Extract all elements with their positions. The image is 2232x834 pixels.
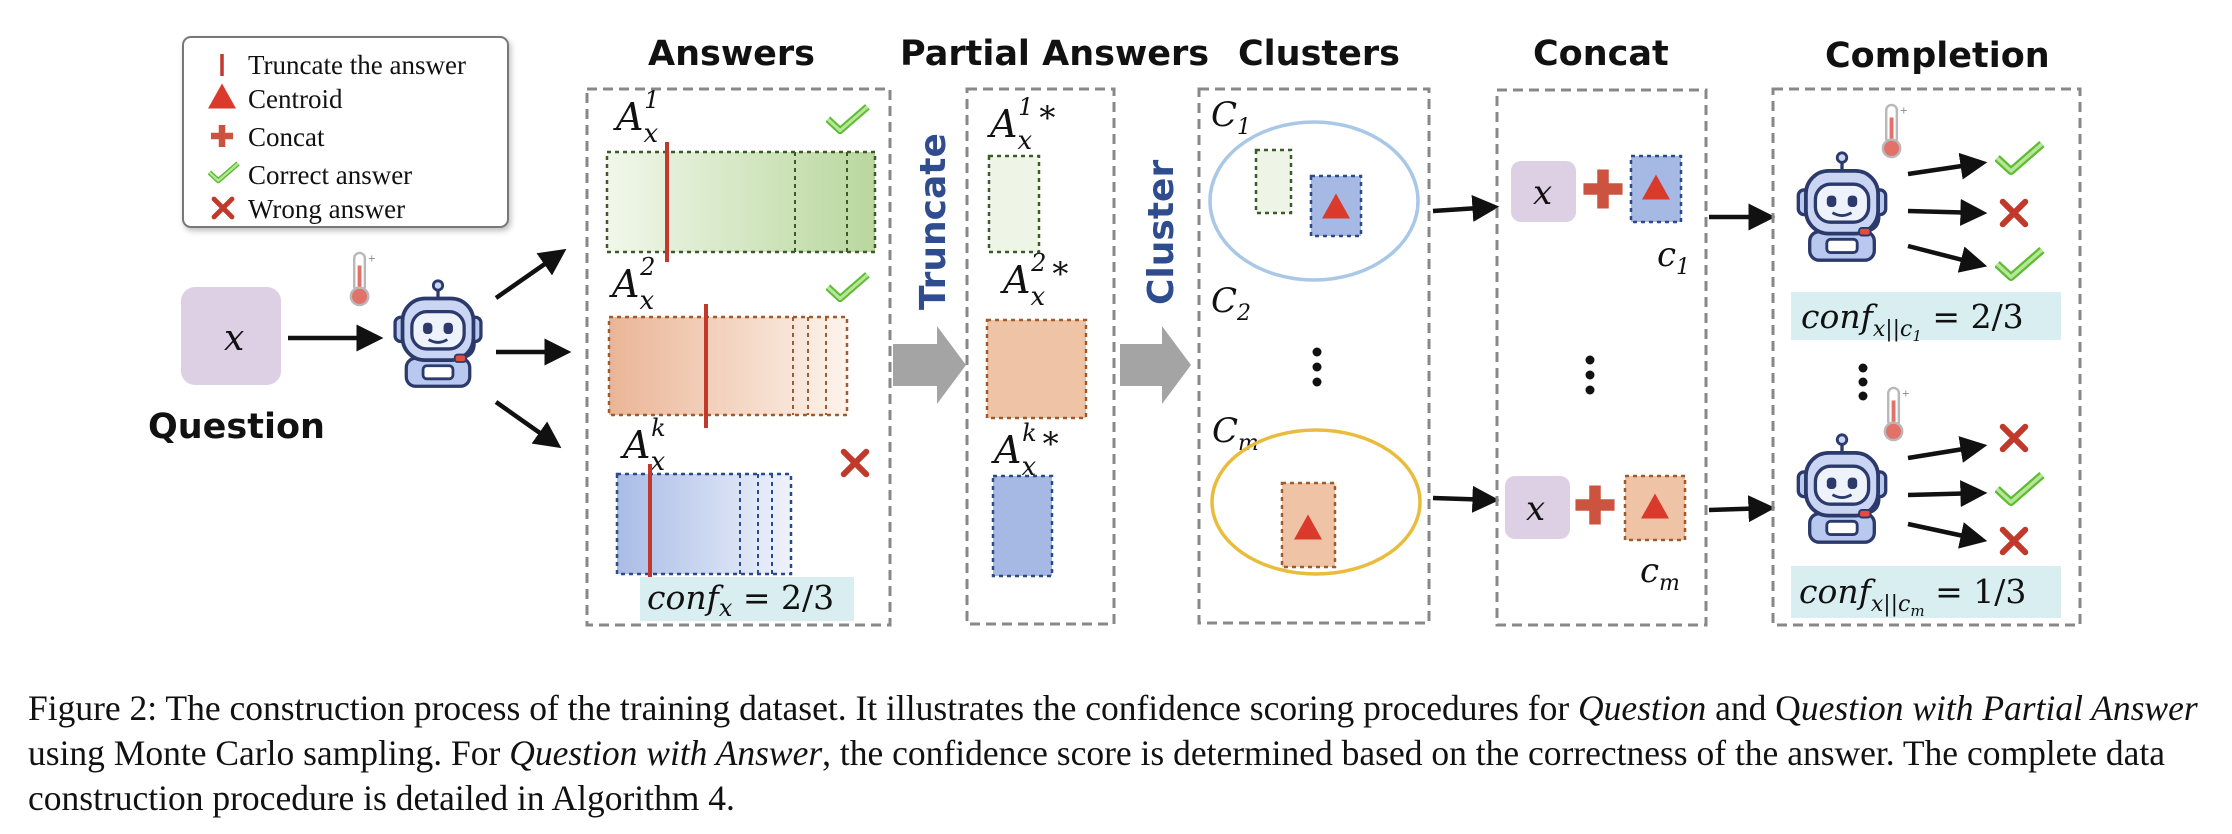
partial-2-label: Ax2*: [1000, 249, 1068, 312]
cluster-1-label: C1: [1211, 95, 1251, 140]
completion-2-robot-icon: [1796, 432, 1888, 545]
legend-concat: Concat: [248, 122, 325, 152]
robot-icon: [393, 278, 483, 389]
answer-k-label: Axk: [620, 414, 666, 477]
arrow-c1-to-concat: [1432, 194, 1500, 222]
cluster-1-ellipse: [1208, 120, 1420, 282]
legend: Truncate the answer Centroid Concat Corr…: [182, 36, 509, 228]
header-partial-answers: Partial Answers: [900, 34, 1209, 74]
concat-1-cluster-label: c1: [1657, 235, 1690, 280]
completion-1-thermometer-icon: [1881, 103, 1908, 159]
answer-2-correct-icon: [828, 275, 868, 299]
arrow-concat-m-to-completion: [1708, 495, 1776, 523]
partial-k-bar: [991, 474, 1054, 578]
cluster-m-label: Cm: [1212, 411, 1259, 456]
completion-1-result-2-wrong-icon: [2003, 202, 2026, 225]
completion-2-result-1-wrong-icon: [2003, 427, 2026, 450]
completion-1-result-1-correct-icon: [1997, 144, 2042, 171]
cluster-2-label: C2: [1211, 281, 1251, 326]
completion-2-thermometer-icon: [1883, 386, 1910, 442]
arrow-cm-to-concat: [1432, 485, 1500, 513]
concat-1-question: x: [1533, 173, 1552, 213]
header-clusters: Clusters: [1238, 34, 1400, 74]
truncate-step: Truncate: [893, 133, 966, 404]
completion-2-conf-text: confx||cm = 1/3: [1799, 572, 2026, 620]
legend-correct: Correct answer: [248, 160, 412, 190]
partial-1-bar: [987, 154, 1041, 254]
answer-2-label: Ax2: [609, 253, 655, 316]
concat-1-plus-icon: [1583, 169, 1622, 208]
answer-2-bar: [607, 315, 849, 417]
concat-m-question-box: [1505, 476, 1570, 539]
question-symbol: x: [224, 318, 244, 359]
answer-k-bar: [615, 472, 793, 576]
thermometer-icon: [349, 251, 376, 307]
answers-conf-box: [640, 577, 854, 621]
answer-k-wrong-icon: [844, 452, 867, 475]
answer-1-bar: [605, 150, 877, 254]
header-answers: Answers: [648, 34, 815, 74]
legend-truncate: Truncate the answer: [248, 50, 466, 80]
completion-1-result-3-correct-icon: [1997, 250, 2042, 277]
completion-1-robot-icon: [1796, 150, 1888, 263]
cluster-step: Cluster: [1120, 160, 1191, 404]
completion-2-result-2-correct-icon: [1997, 475, 2042, 502]
concat-1-question-box: [1511, 161, 1576, 222]
answer-1-correct-icon: [828, 107, 868, 131]
truncate-arrow: [893, 326, 966, 404]
legend-centroid: Centroid: [248, 84, 343, 114]
header-concat: Concat: [1533, 34, 1669, 74]
arrow-to-answer-k: [494, 400, 562, 449]
answer-1-label: Ax1: [613, 86, 659, 149]
completion-1-conf-text: confx||c1 = 2/3: [1801, 297, 2024, 345]
header-completion: Completion: [1825, 36, 2050, 76]
cluster-arrow: [1120, 326, 1191, 404]
arrow-to-answer-1: [494, 248, 567, 300]
truncate-label: Truncate: [913, 133, 954, 310]
concat-m-cluster-label: cm: [1640, 551, 1680, 596]
figure-caption: Figure 2: The construction process of th…: [28, 688, 2198, 818]
completion-panel: confx||c1 = 2/3 confx||cm = 1/3: [1771, 87, 2082, 627]
completion-2-conf-box: [1791, 566, 2061, 618]
cluster-m-ellipse: [1210, 428, 1422, 576]
completion-2-result-3-wrong-icon: [2003, 530, 2026, 553]
partial-answers-panel: Ax1* Ax2* Axk*: [965, 87, 1116, 626]
partial-1-label: Ax1*: [987, 93, 1055, 156]
concat-m-question: x: [1526, 489, 1545, 529]
concat-m-plus-icon: [1575, 485, 1614, 524]
completion-1-conf-box: [1791, 292, 2061, 340]
answers-conf-text: confx = 2/3: [647, 578, 834, 622]
answers-panel: Ax1 Ax2 Axk confx = 2/3: [585, 86, 892, 627]
partial-k-label: Axk*: [991, 419, 1059, 482]
question-label: Question: [148, 407, 325, 447]
concat-panel: x c1 x cm: [1495, 88, 1708, 627]
cluster-label: Cluster: [1141, 160, 1182, 305]
question-box: [181, 287, 281, 385]
legend-wrong: Wrong answer: [248, 194, 405, 224]
caption-label: Figure 2:: [28, 688, 158, 728]
clusters-panel: C1 C2 Cm: [1197, 87, 1431, 625]
partial-2-bar: [985, 318, 1088, 420]
question-block: x Question: [148, 248, 572, 449]
